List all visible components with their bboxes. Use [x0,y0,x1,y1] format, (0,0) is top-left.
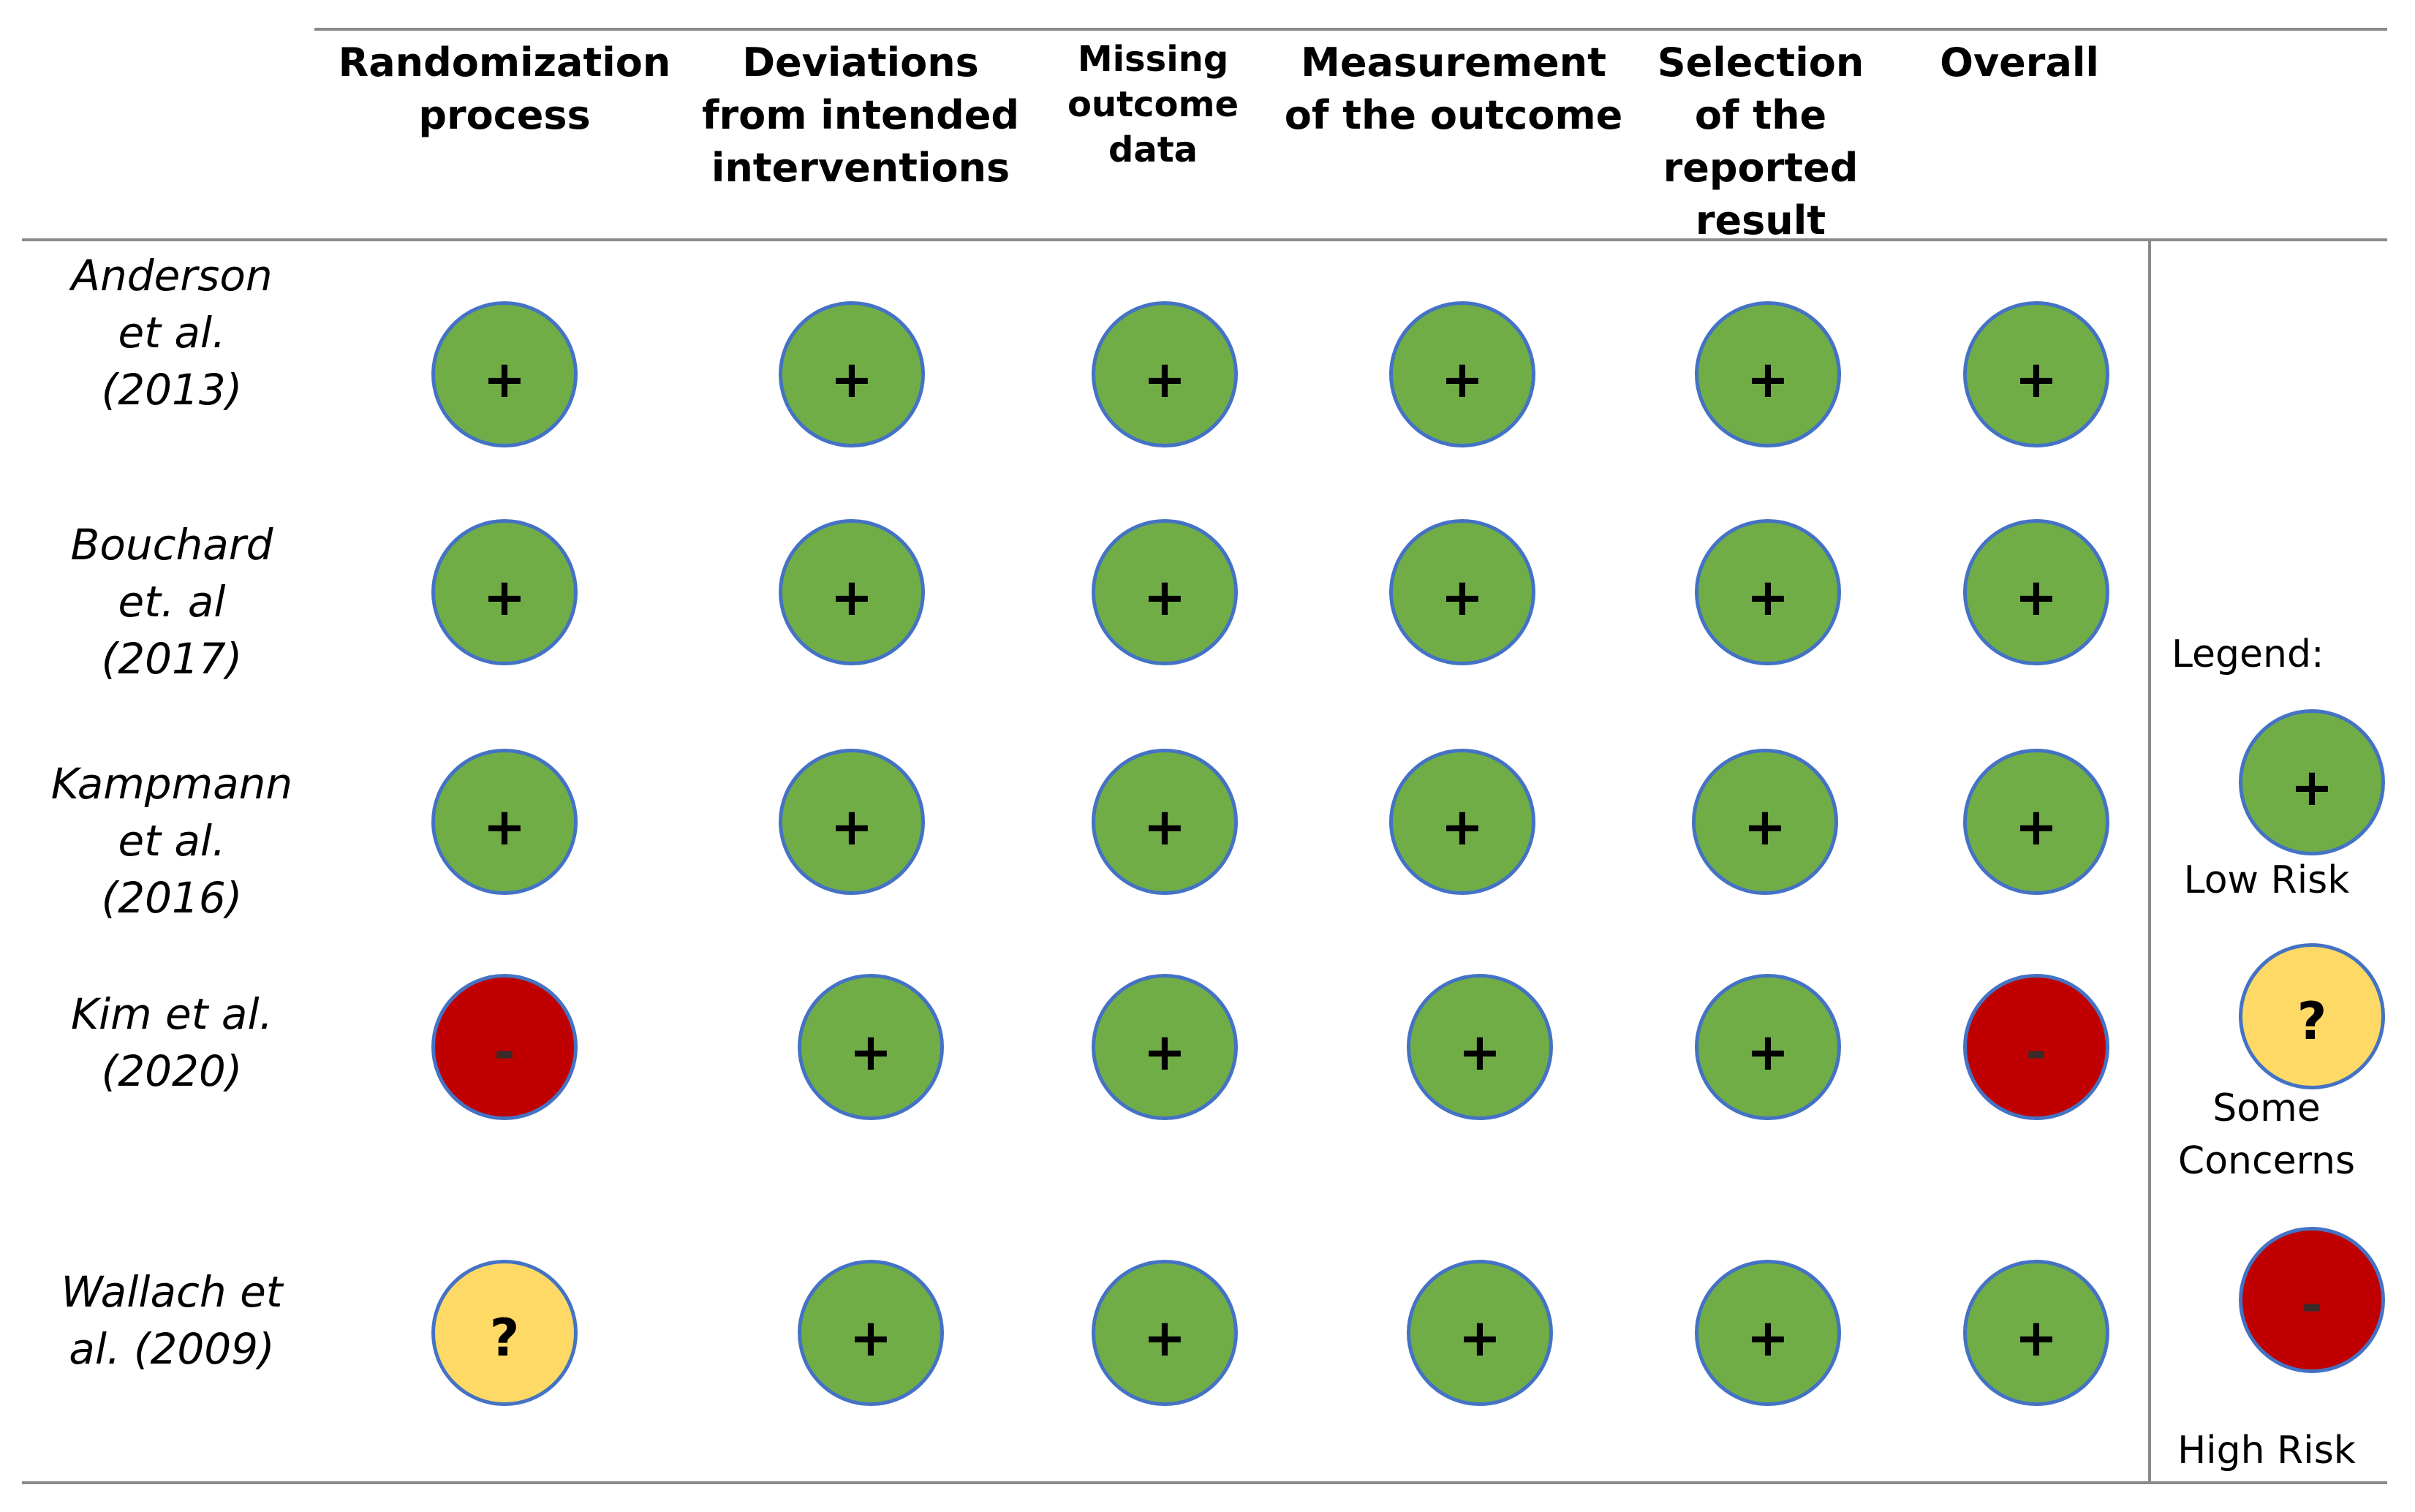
rating-dot-low: + [1695,1260,1841,1406]
rating-dot-low: + [1963,519,2109,665]
study-label: Anderson et al. (2013) [71,251,273,415]
rating-symbol: + [849,1308,893,1368]
legend-dot-high: - [2239,1227,2385,1373]
rating-dot-low: + [1963,301,2109,447]
rating-dot-low: + [431,301,578,447]
rating-symbol: + [1746,567,1790,627]
rating-symbol: + [1143,349,1187,409]
rating-symbol: + [2014,1308,2058,1368]
rating-dot-low: + [1963,1260,2109,1406]
legend-symbol: + [2290,757,2334,817]
rating-dot-low: + [779,519,925,665]
top-rule [314,28,2387,31]
study-label: Kampmann et al. (2016) [50,759,293,923]
rating-symbol: + [1458,1308,1502,1368]
rating-dot-low: + [1092,974,1238,1120]
rating-symbol: + [1440,567,1484,627]
legend-dot-low: + [2239,709,2385,855]
legend-divider [2148,240,2151,1483]
legend-label-some: Some Concerns [2177,1086,2356,1183]
rating-symbol: - [494,1022,515,1082]
column-header-selection: Selection of the reported result [1657,39,1864,243]
rating-symbol: + [830,567,874,627]
legend-label-high: High Risk [2177,1429,2356,1473]
rating-dot-low: + [431,519,578,665]
rating-symbol: ? [489,1308,520,1368]
column-header-randomization: Randomization process [338,39,671,138]
column-header-measurement: Measurement of the outcome [1284,39,1623,138]
rating-symbol: + [1746,1308,1790,1368]
rating-dot-low: + [1407,974,1553,1120]
rating-dot-low: + [1695,974,1841,1120]
rating-symbol: + [483,349,526,409]
rating-symbol: + [2014,567,2058,627]
legend-dot-some: ? [2239,943,2385,1089]
rating-symbol: + [1143,797,1187,857]
rating-dot-low: + [1389,749,1535,895]
legend-symbol: ? [2297,991,2327,1051]
rating-symbol: + [1746,349,1790,409]
rating-symbol: + [1458,1022,1502,1082]
rating-symbol: - [2025,1022,2047,1082]
column-header-deviations: Deviations from intended interventions [701,39,1020,191]
rating-dot-low: + [1389,519,1535,665]
rating-dot-high: - [1963,974,2109,1120]
rating-symbol: + [1440,349,1484,409]
legend-label-low: Low Risk [2183,858,2350,902]
rating-dot-low: + [1407,1260,1553,1406]
rating-symbol: + [1440,797,1484,857]
rating-dot-some: ? [431,1260,578,1406]
rating-dot-low: + [1092,519,1238,665]
rating-symbol: + [2014,797,2058,857]
rating-dot-low: + [798,1260,944,1406]
legend-symbol: - [2301,1275,2323,1335]
rating-symbol: + [483,797,526,857]
rating-symbol: + [2014,349,2058,409]
rating-symbol: + [830,797,874,857]
column-header-overall: Overall [1940,39,2099,86]
rating-symbol: + [1743,797,1787,857]
rating-symbol: + [483,567,526,627]
rating-dot-low: + [1092,749,1238,895]
rating-dot-low: + [1695,519,1841,665]
rating-dot-low: + [1092,1260,1238,1406]
rating-dot-low: + [431,749,578,895]
study-label: Bouchard et. al (2017) [70,520,273,684]
header-rule [22,238,2387,241]
rating-dot-low: + [798,974,944,1120]
rating-symbol: + [1143,1022,1187,1082]
legend-title: Legend: [2172,632,2324,676]
rating-symbol: + [1143,1308,1187,1368]
rating-dot-low: + [1963,749,2109,895]
rating-dot-low: + [1092,301,1238,447]
rating-dot-low: + [779,749,925,895]
study-label: Kim et al. (2020) [70,989,273,1096]
rating-symbol: + [849,1022,893,1082]
study-label: Wallach et al. (2009) [61,1267,283,1374]
rating-dot-low: + [1695,301,1841,447]
rating-symbol: + [1746,1022,1790,1082]
rating-dot-low: + [1692,749,1838,895]
rating-dot-low: + [1389,301,1535,447]
bottom-rule [22,1481,2387,1484]
rating-dot-high: - [431,974,578,1120]
rating-symbol: + [830,349,874,409]
rating-symbol: + [1143,567,1187,627]
column-header-missing: Missing outcome data [1067,39,1239,170]
rating-dot-low: + [779,301,925,447]
